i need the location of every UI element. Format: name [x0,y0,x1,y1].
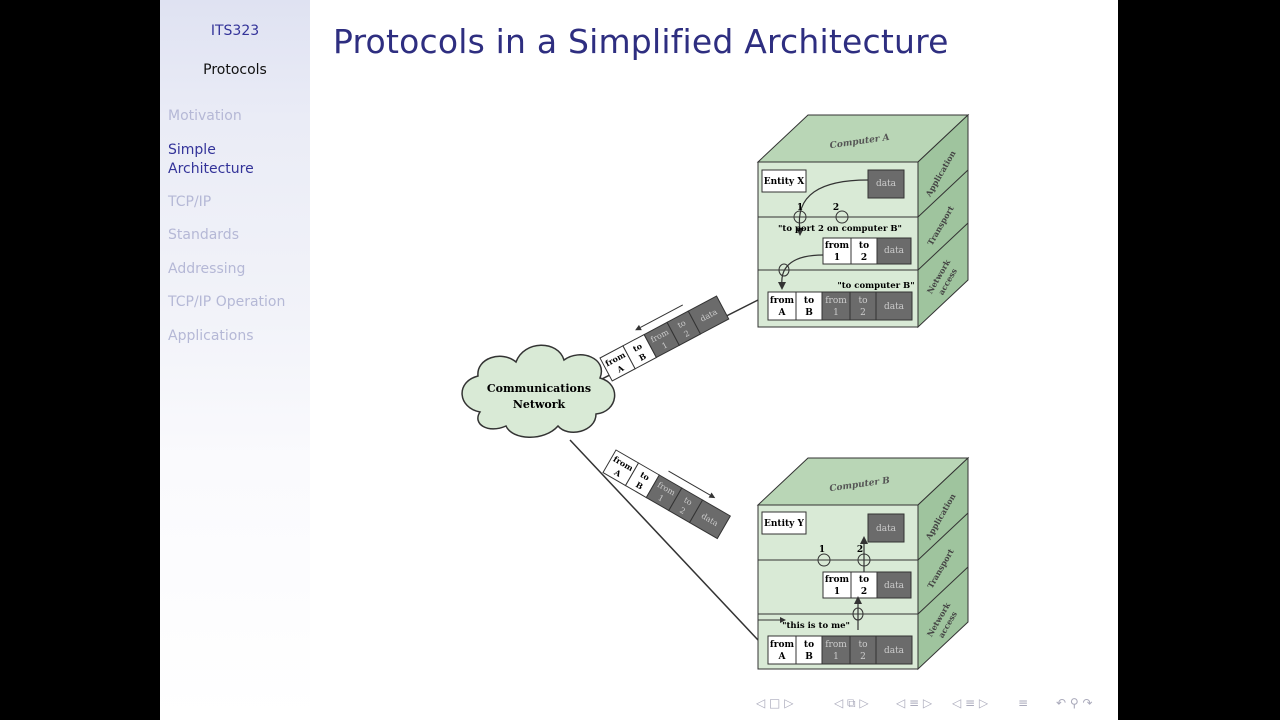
pdu-a-n-from: from [770,296,795,306]
pkt-b-to2: to [682,495,694,507]
pdu-b-n-1: 1 [833,652,839,662]
pdu-b-t-to: to [859,575,869,585]
pdu-a-n-to: to [804,296,814,306]
arrow-link-a [640,304,684,328]
sidebar-item-tcpip-operation[interactable]: TCP/IP Operation [168,294,286,310]
pdu-a-t-1: 1 [834,253,840,263]
computer-a-note-port: "to port 2 on computer B" [778,224,902,234]
page-title: Protocols in a Simplified Architecture [333,22,949,61]
nav-section-icon[interactable]: ◁ ≡ ▷ [952,696,989,710]
computer-a-port-1: 1 [797,203,803,213]
pkt-b-2: 2 [678,506,687,516]
link-b [569,439,759,641]
pdu-b-t-2: 2 [861,587,867,597]
pdu-a-t-2: 2 [861,253,867,263]
sidebar-item-label: Architecture [168,161,254,177]
entity-x-box [761,169,807,193]
sidebar-item-simple-architecture[interactable]: Simple Architecture [168,141,254,179]
protocol-architecture-diagram: Computer A Application Transport Network… [461,113,970,671]
pdu-b-n-from: from [770,640,795,650]
computer-b: Computer B Application Transport Network… [756,456,970,671]
sidebar-item-applications[interactable]: Applications [168,328,254,344]
pkt-a-to2: to [676,318,687,330]
pdu-a-n-1: 1 [833,308,839,318]
nav-frame-icon[interactable]: ◁ ⧉ ▷ [834,696,869,710]
packet-link-b: from A to B from 1 to 2 data [602,449,731,540]
entity-x-label: Entity X [764,177,804,187]
sidebar-item-label: Simple [168,142,216,158]
pdu-b-t-from: from [825,575,850,585]
pdu-a-n-data: data [884,302,905,312]
sidebar-subtitle[interactable]: Protocols [203,62,267,78]
nav-left-icon[interactable]: ◁ □ ▷ [756,696,794,710]
sidebar-title[interactable]: ITS323 [210,23,260,39]
nav-toc-icon[interactable]: ≡ [1018,696,1029,710]
entity-y-box [761,511,807,535]
computer-a-app-data-label: data [876,179,897,189]
computer-b-port-1: 1 [819,545,825,555]
pdu-a-t-from: from [825,241,850,251]
computer-b-port-2: 2 [857,545,863,555]
pdu-a-n-to2: to [858,296,867,306]
pkt-a-b: B [637,351,648,363]
pkt-b-a: A [612,467,624,480]
pdu-b-n-to: to [804,640,814,650]
computer-b-note-me: "this is to me" [782,621,850,631]
pkt-b-b: B [634,479,645,491]
sidebar-item-tcpip[interactable]: TCP/IP [168,194,212,210]
nav-search-icon[interactable]: ↶ ⚲ ↷ [1056,696,1093,710]
pdu-b-n-2: 2 [860,652,866,662]
computer-a-app-data [867,169,905,199]
pdu-a-t-to: to [859,241,869,251]
slide: ITS323 Protocols Motivation Simple Archi… [160,0,1118,720]
pkt-a-2: 2 [682,329,691,339]
pkt-a-a: A [614,362,626,375]
arrow-a-app-down [798,179,869,231]
arrow-link-b [668,470,711,496]
pdu-a-t-data: data [884,246,905,256]
computer-a: Computer A Application Transport Network… [756,113,970,329]
pdu-b-n-a: A [778,652,787,662]
beamer-navigation-bar: ◁ □ ▷ ◁ ⧉ ▷ ◁ ≡ ▷ ◁ ≡ ▷ ≡ ↶ ⚲ ↷ [756,696,1116,714]
pdu-a-n-2: 2 [860,308,866,318]
pdu-a-n-a: A [778,308,787,318]
network-label-2: Network [513,398,566,411]
communications-network-cloud: Communications Network [461,344,616,438]
sidebar: ITS323 Protocols Motivation Simple Archi… [160,0,310,720]
pdu-b-n-data: data [884,646,905,656]
pdu-b-t-data: data [884,581,905,591]
sidebar-item-motivation[interactable]: Motivation [168,108,242,124]
pdu-a-n-b: B [805,308,813,318]
network-label-1: Communications [487,382,591,395]
pkt-a-1: 1 [660,340,669,350]
nav-subsection-icon[interactable]: ◁ ≡ ▷ [896,696,933,710]
pdu-b-n-b: B [805,652,813,662]
pkt-b-1: 1 [656,493,665,503]
computer-a-port-2: 2 [833,203,839,213]
entity-y-label: Entity Y [764,519,804,529]
packet-link-a: from A to B from 1 to 2 data [599,295,730,382]
pdu-b-t-1: 1 [834,587,840,597]
computer-b-app-data-label: data [876,524,897,534]
computer-b-app-data [867,513,905,543]
pdu-a-n-from2: from [825,296,847,306]
pdu-b-n-from2: from [825,640,847,650]
sidebar-item-addressing[interactable]: Addressing [168,261,246,277]
pdu-b-n-to2: to [858,640,867,650]
computer-a-note-computer: "to computer B" [837,281,914,291]
sidebar-item-standards[interactable]: Standards [168,227,239,243]
